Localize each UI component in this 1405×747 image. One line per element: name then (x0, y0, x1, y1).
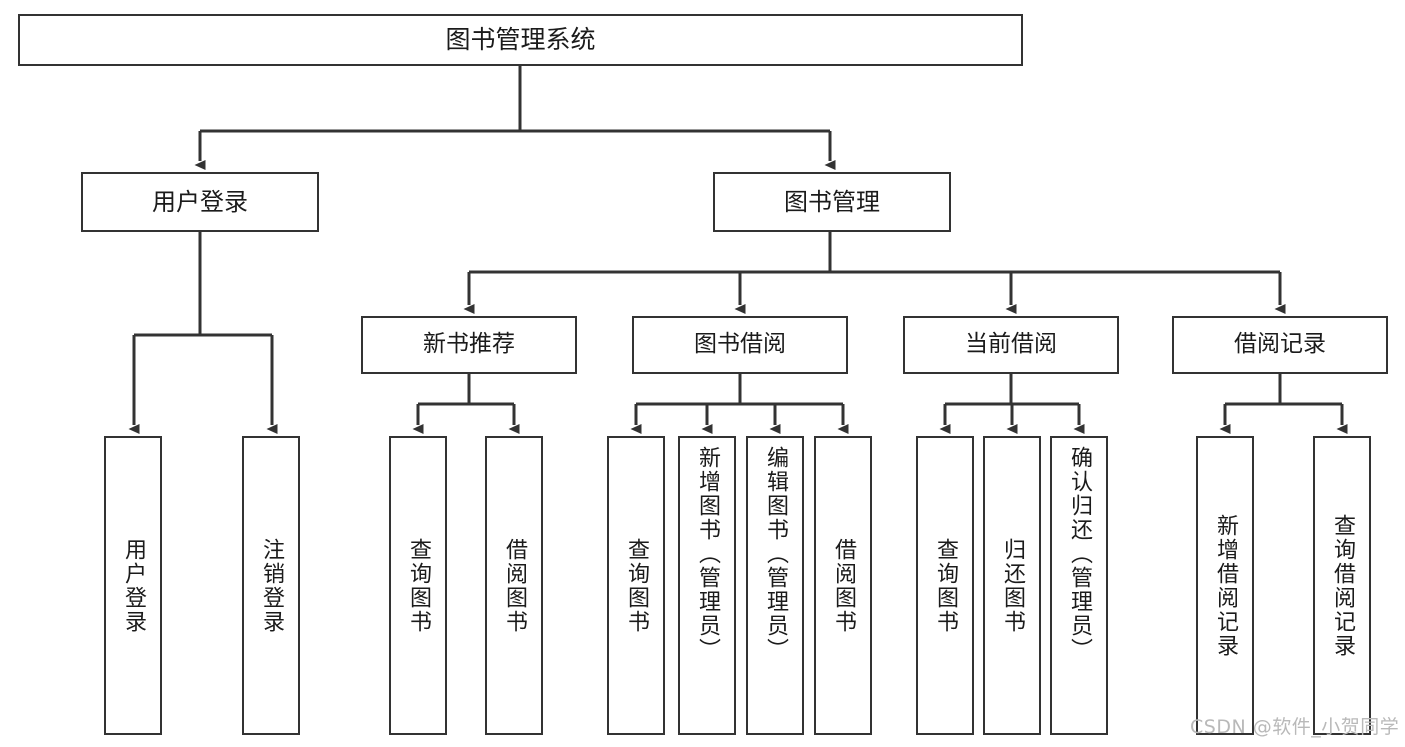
csdn-watermark: CSDN @软件_小贺同学 (1190, 716, 1400, 738)
node-book-borrow[interactable]: 图书借阅 (632, 316, 848, 374)
node-current-borrow[interactable]: 当前借阅 (903, 316, 1119, 374)
node-leaf-label: 查询图书 (932, 537, 958, 634)
node-root-system[interactable]: 图书管理系统 (18, 14, 1023, 66)
node-leaf-add-book[interactable]: 新增图书（管理员） (678, 436, 736, 735)
node-borrow-records[interactable]: 借阅记录 (1172, 316, 1388, 374)
node-leaf-return-book[interactable]: 归还图书 (983, 436, 1041, 735)
node-leaf-label: 确认归还（管理员） (1066, 446, 1092, 662)
node-leaf-query-book-borrow[interactable]: 查询图书 (607, 436, 665, 735)
node-leaf-confirm-return[interactable]: 确认归还（管理员） (1050, 436, 1108, 735)
node-leaf-user-logout[interactable]: 注销登录 (242, 436, 300, 735)
node-leaf-query-book-current[interactable]: 查询图书 (916, 436, 974, 735)
node-book-management[interactable]: 图书管理 (713, 172, 951, 232)
node-leaf-borrow-book[interactable]: 借阅图书 (814, 436, 872, 735)
node-leaf-label: 借阅图书 (830, 537, 856, 634)
node-leaf-label: 新增图书（管理员） (694, 446, 720, 662)
node-current-borrow-label: 当前借阅 (965, 331, 1057, 358)
node-book-borrow-label: 图书借阅 (694, 331, 786, 358)
node-borrow-records-label: 借阅记录 (1234, 331, 1326, 358)
node-new-book-recommend-label: 新书推荐 (423, 331, 515, 358)
node-leaf-query-borrow-record[interactable]: 查询借阅记录 (1313, 436, 1371, 735)
node-leaf-label: 查询借阅记录 (1329, 513, 1355, 658)
node-leaf-user-login[interactable]: 用户登录 (104, 436, 162, 735)
node-user-login[interactable]: 用户登录 (81, 172, 319, 232)
node-leaf-label: 注销登录 (258, 537, 284, 634)
node-leaf-label: 编辑图书（管理员） (762, 446, 788, 662)
node-leaf-label: 归还图书 (999, 537, 1025, 634)
node-leaf-add-borrow-record[interactable]: 新增借阅记录 (1196, 436, 1254, 735)
node-book-management-label: 图书管理 (784, 187, 880, 216)
node-leaf-label: 新增借阅记录 (1212, 513, 1238, 658)
node-new-book-recommend[interactable]: 新书推荐 (361, 316, 577, 374)
node-root-label: 图书管理系统 (445, 25, 596, 55)
node-leaf-query-book-recommend[interactable]: 查询图书 (389, 436, 447, 735)
node-leaf-edit-book[interactable]: 编辑图书（管理员） (746, 436, 804, 735)
node-leaf-label: 用户登录 (120, 537, 146, 634)
node-user-login-label: 用户登录 (152, 187, 248, 216)
node-leaf-label: 查询图书 (623, 537, 649, 634)
node-leaf-borrow-book-recommend[interactable]: 借阅图书 (485, 436, 543, 735)
node-leaf-label: 查询图书 (405, 537, 431, 634)
node-leaf-label: 借阅图书 (501, 537, 527, 634)
